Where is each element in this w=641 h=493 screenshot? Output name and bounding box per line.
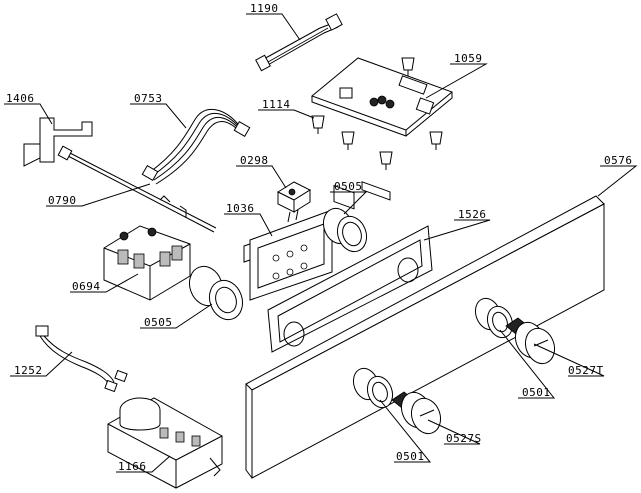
label-1252: 1252 [14,364,43,377]
label-1166: 1166 [118,460,147,473]
label-0501-bottom: 0501 [396,450,425,463]
part-0505-knob-ring-upper [322,207,368,253]
part-0790-sensor-probe [57,145,217,233]
part-0694-oven-controller [103,225,191,301]
label-0753: 0753 [134,92,163,105]
label-0298: 0298 [240,154,269,167]
label-1526: 1526 [458,208,487,221]
label-0790: 0790 [48,194,77,207]
part-0576-front-panel [245,195,605,479]
standoff-1 [311,115,325,134]
standoff-2 [341,131,355,150]
label-1190: 1190 [250,2,279,15]
part-1059-control-board [311,57,453,210]
leader-lines [4,13,638,473]
standoff-4 [429,131,443,150]
label-0505-upper: 0505 [334,180,363,193]
part-0527S-knob [391,391,442,435]
label-1114: 1114 [262,98,291,111]
label-0527S: 0527S [446,432,482,445]
part-1190-ribbon-cable [255,13,343,72]
label-1406: 1406 [6,92,35,105]
part-0501-knob-ring-right [474,297,514,339]
label-1059: 1059 [454,52,483,65]
part-1114-standoffs [311,57,443,170]
standoff-3 [379,151,393,170]
label-0501-right: 0501 [522,386,551,399]
label-0527T: 0527T [568,364,604,377]
label-0505-lower: 0505 [144,316,173,329]
part-0527T-knob [505,317,556,365]
part-0298-switch [276,181,312,223]
part-1252-wire-lead [35,325,128,393]
label-0576: 0576 [604,154,633,167]
part-1526-display-gasket [267,225,433,353]
part-1166-timer-module [107,397,223,489]
standoff-5 [401,57,415,76]
part-0505-knob-ring-lower [188,265,244,321]
label-0694: 0694 [72,280,101,293]
part-0501-knob-ring-bottom [352,367,394,409]
part-0753-wire-harness [141,109,251,185]
label-1036: 1036 [226,202,255,215]
part-labels: 1190 1059 1406 0753 1114 0298 0576 0790 … [6,2,633,473]
part-1406-bracket [23,117,93,167]
